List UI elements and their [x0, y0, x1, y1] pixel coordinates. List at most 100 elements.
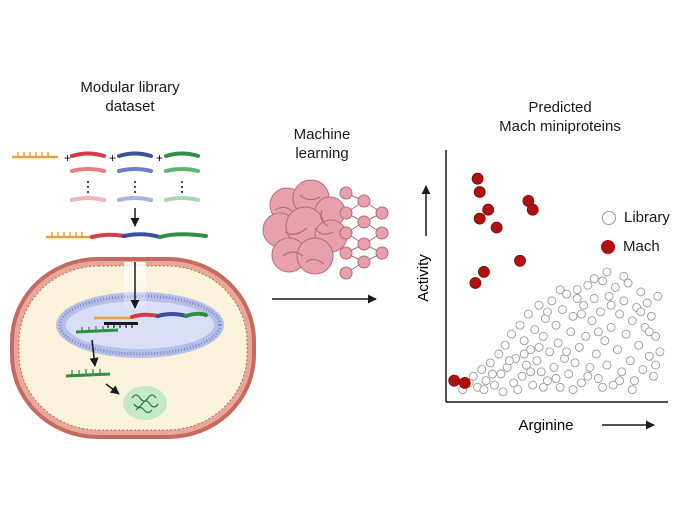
library-point — [555, 382, 565, 392]
library-point — [602, 360, 612, 370]
library-point — [526, 345, 536, 355]
library-point — [596, 307, 605, 317]
library-point — [479, 385, 489, 395]
library-point — [568, 311, 578, 321]
cytoplasm-mrna — [65, 369, 111, 378]
library-title-line1: Modular library — [80, 79, 180, 96]
legend-library-label: Library — [624, 209, 670, 226]
library-point — [615, 376, 625, 386]
library-point — [579, 300, 589, 310]
library-point — [606, 300, 616, 310]
library-point — [534, 342, 544, 352]
library-point — [619, 271, 629, 281]
library-point — [494, 349, 504, 359]
library-point — [634, 340, 644, 350]
svg-text:+: + — [64, 151, 71, 165]
library-point — [523, 309, 533, 319]
library-point — [509, 378, 519, 388]
library-point — [515, 320, 525, 330]
mach-point — [473, 186, 486, 198]
red-module — [70, 151, 106, 158]
library-point — [564, 369, 574, 379]
library-point — [602, 267, 612, 277]
library-point — [591, 349, 601, 359]
prediction-title-line1: Predicted — [528, 99, 592, 116]
library-point — [504, 356, 514, 366]
prediction-title: Predicted Mach miniproteins — [460, 98, 660, 136]
library-point — [562, 347, 572, 357]
library-point — [636, 287, 646, 297]
library-point — [572, 285, 582, 295]
library-point — [549, 362, 559, 372]
library-point — [598, 276, 608, 286]
library-point — [517, 371, 527, 381]
mach-point — [458, 376, 471, 389]
legend-mach-label: Mach — [623, 238, 660, 255]
library-point — [617, 367, 627, 377]
library-point — [649, 371, 658, 381]
legend-mach-marker — [601, 239, 615, 254]
library-point — [521, 360, 531, 370]
library-point — [507, 329, 516, 339]
library-title-line2: dataset — [105, 98, 155, 115]
guide-rna-teeth — [17, 152, 49, 157]
library-point — [485, 358, 495, 368]
export-arrow — [89, 339, 99, 367]
prediction-title-line2: Mach miniproteins — [499, 118, 621, 135]
green-module — [164, 151, 200, 158]
library-point — [538, 331, 548, 341]
x-axis-label: Arginine — [518, 417, 573, 434]
library-point — [519, 349, 529, 359]
library-point — [557, 305, 567, 315]
library-point — [555, 285, 565, 295]
library-point — [613, 345, 622, 355]
mach-points — [448, 172, 539, 389]
mach-point — [514, 254, 526, 267]
library-point — [528, 380, 538, 390]
library-point — [606, 322, 616, 332]
library-point — [500, 340, 510, 350]
library-point — [646, 311, 656, 321]
brain-icon — [262, 179, 348, 275]
svg-text:+: + — [109, 151, 116, 165]
library-point — [536, 367, 546, 377]
library-point — [547, 296, 557, 306]
assembled-construct — [46, 232, 208, 239]
mach-point — [477, 265, 490, 278]
library-point — [604, 291, 614, 301]
library-point — [543, 307, 552, 317]
library-point — [568, 385, 578, 395]
library-point — [593, 327, 603, 337]
library-point — [587, 316, 597, 326]
library-point — [481, 376, 491, 386]
library-point — [623, 278, 633, 288]
library-point — [642, 298, 652, 308]
mach-point — [471, 172, 484, 185]
neural-network-icon — [339, 186, 389, 280]
library-point — [487, 369, 497, 379]
svg-text:+: + — [156, 151, 163, 165]
library-point — [519, 336, 529, 346]
library-point — [651, 331, 661, 341]
legend-library: Library — [602, 209, 670, 226]
library-point — [585, 362, 595, 372]
library-point — [583, 280, 593, 290]
ml-title: Machine learning — [262, 125, 382, 163]
library-point — [562, 289, 572, 299]
mach-point — [448, 374, 461, 387]
library-point — [621, 329, 631, 339]
expressed-protein — [123, 386, 167, 420]
library-point — [534, 300, 544, 310]
library-point — [636, 307, 646, 317]
library-points — [458, 267, 665, 397]
mach-point — [469, 277, 482, 289]
scatter-plot: Arginine Activity — [415, 150, 668, 434]
y-axis-label: Activity — [415, 254, 432, 302]
cell — [10, 257, 256, 439]
library-point — [477, 365, 487, 375]
mach-point — [490, 221, 503, 234]
library-point — [498, 387, 508, 397]
library-point — [600, 336, 610, 346]
mach-point — [482, 203, 495, 216]
library-point — [551, 374, 561, 383]
